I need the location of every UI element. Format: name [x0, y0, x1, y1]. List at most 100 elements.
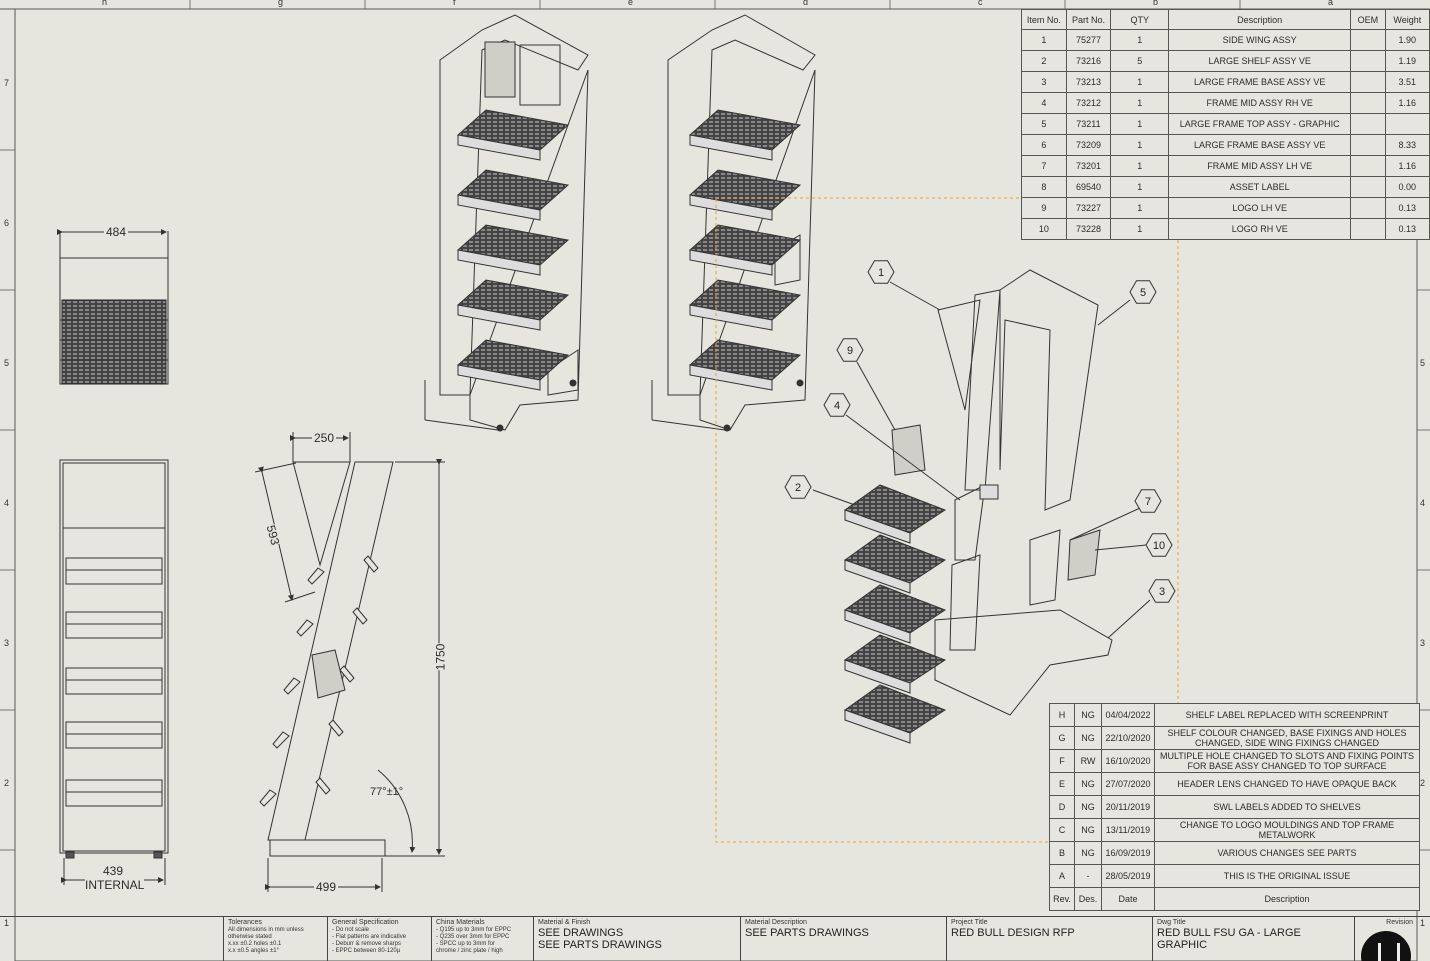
material-finish-cell: Material & Finish SEE DRAWINGS SEE PARTS…: [533, 917, 740, 961]
parts-table-cell: 1: [1110, 92, 1170, 114]
revision-table-cell: SHELF COLOUR CHANGED, BASE FIXINGS AND H…: [1154, 726, 1420, 750]
dim-side-angle: 77°±1°: [370, 786, 404, 798]
revision-table-cell: Description: [1154, 887, 1420, 911]
parts-table-cell: 8: [1021, 176, 1067, 198]
balloon-shape: [1129, 280, 1157, 304]
parts-table-cell: 8.33: [1384, 134, 1430, 156]
parts-table-cell: LARGE FRAME TOP ASSY - GRAPHIC: [1168, 113, 1352, 135]
parts-table-cell: [1350, 50, 1386, 72]
zone-row-label: 3: [4, 638, 10, 648]
parts-table-header: OEM: [1350, 9, 1386, 30]
revision-table-cell: G: [1049, 726, 1075, 750]
parts-table-cell: 1: [1110, 71, 1170, 93]
dim-side-base: 499: [314, 880, 339, 894]
revision-table-cell: RW: [1074, 749, 1102, 773]
front-view: [59, 459, 169, 885]
zone-row-label: 2: [4, 778, 10, 788]
revision-letter-icon: [1361, 931, 1411, 961]
parts-table-cell: 0.13: [1384, 197, 1430, 219]
general-spec-line: - Do not scale: [332, 927, 370, 933]
material-description-cell: Material Description SEE PARTS DRAWINGS: [740, 917, 946, 961]
zone-row-label: 3: [1420, 638, 1426, 648]
drawing-title-value: RED BULL FSU GA - LARGE GRAPHIC: [1157, 927, 1301, 951]
project-title-cell: Project Title RED BULL DESIGN RFP: [946, 917, 1152, 961]
exploded-view: [843, 269, 1113, 744]
parts-table-cell: LARGE SHELF ASSY VE: [1168, 50, 1352, 72]
iso-view-left: [424, 14, 589, 432]
parts-table-cell: LOGO LH VE: [1168, 197, 1352, 219]
revision-table-cell: VARIOUS CHANGES SEE PARTS: [1154, 841, 1420, 865]
parts-table-cell: 1.16: [1384, 92, 1430, 114]
balloon-label: 10: [1153, 540, 1165, 552]
china-materials-cell: China Materials - Q195 up to 3mm for EPP…: [431, 917, 533, 961]
zone-row-label: 6: [4, 218, 10, 228]
zone-row-label: 2: [1420, 778, 1426, 788]
parts-table-cell: 6: [1021, 134, 1067, 156]
zone-col-label: b: [1153, 0, 1159, 7]
zone-col-label: d: [803, 0, 809, 7]
zone-row-label: 4: [1420, 498, 1426, 508]
title-block-top-rule: [0, 916, 1430, 917]
dim-top-width: 484: [104, 225, 129, 239]
revision-table-cell: 04/04/2022: [1101, 703, 1155, 727]
zone-row-label: 5: [4, 358, 10, 368]
material-finish-line: SEE DRAWINGS: [538, 927, 624, 939]
revision-table-cell: A: [1049, 864, 1075, 888]
china-materials-line: - Q235 over 3mm for EPPC: [436, 934, 510, 940]
parts-table-cell: 69540: [1065, 176, 1112, 198]
revision-table-cell: F: [1049, 749, 1075, 773]
material-finish-line: SEE PARTS DRAWINGS: [538, 939, 662, 951]
parts-table-cell: 75277: [1065, 29, 1112, 51]
revision-caption: Revision: [1386, 919, 1413, 926]
revision-table-cell: SWL LABELS ADDED TO SHELVES: [1154, 795, 1420, 819]
balloon-label: 7: [1145, 496, 1151, 508]
revision-table-cell: NG: [1074, 818, 1102, 842]
balloon-shape: [1145, 533, 1173, 557]
parts-table-cell: 5: [1110, 50, 1170, 72]
parts-table-cell: 0.13: [1384, 218, 1430, 240]
zone-row-label: 4: [4, 498, 10, 508]
balloon-shape: [784, 475, 812, 499]
parts-table-cell: 1: [1110, 134, 1170, 156]
balloon-label: 2: [795, 482, 801, 494]
zone-col-label: e: [628, 0, 634, 7]
balloon-shape: [836, 338, 864, 362]
balloon-shape: [1134, 489, 1162, 513]
revision-table-cell: SHELF LABEL REPLACED WITH SCREENPRINT: [1154, 703, 1420, 727]
project-title-value: RED BULL DESIGN RFP: [951, 927, 1075, 939]
dim-front-internal-label: INTERNAL: [85, 878, 145, 892]
balloon-label: 1: [878, 267, 884, 279]
parts-table-cell: [1350, 197, 1386, 219]
revision-table-cell: CHANGE TO LOGO MOULDINGS AND TOP FRAME M…: [1154, 818, 1420, 842]
parts-table-cell: 73211: [1065, 113, 1112, 135]
parts-table-cell: 9: [1021, 197, 1067, 219]
zone-col-label: g: [278, 0, 284, 7]
revision-table-cell: 27/07/2020: [1101, 772, 1155, 796]
revision-glyph: [1378, 943, 1400, 961]
parts-table-cell: 1: [1110, 113, 1170, 135]
parts-table-cell: 73209: [1065, 134, 1112, 156]
parts-table-cell: [1350, 134, 1386, 156]
parts-table-cell: 2: [1021, 50, 1067, 72]
parts-table-cell: 73201: [1065, 155, 1112, 177]
parts-table-header: Description: [1168, 9, 1352, 30]
parts-table-cell: 1: [1110, 197, 1170, 219]
zone-col-label: c: [978, 0, 983, 7]
revision-table-cell: Des.: [1074, 887, 1102, 911]
balloon-shape: [1148, 579, 1176, 603]
parts-table-cell: 3.51: [1384, 71, 1430, 93]
revision-table-cell: H: [1049, 703, 1075, 727]
parts-table-cell: SIDE WING ASSY: [1168, 29, 1352, 51]
revision-table-cell: NG: [1074, 841, 1102, 865]
